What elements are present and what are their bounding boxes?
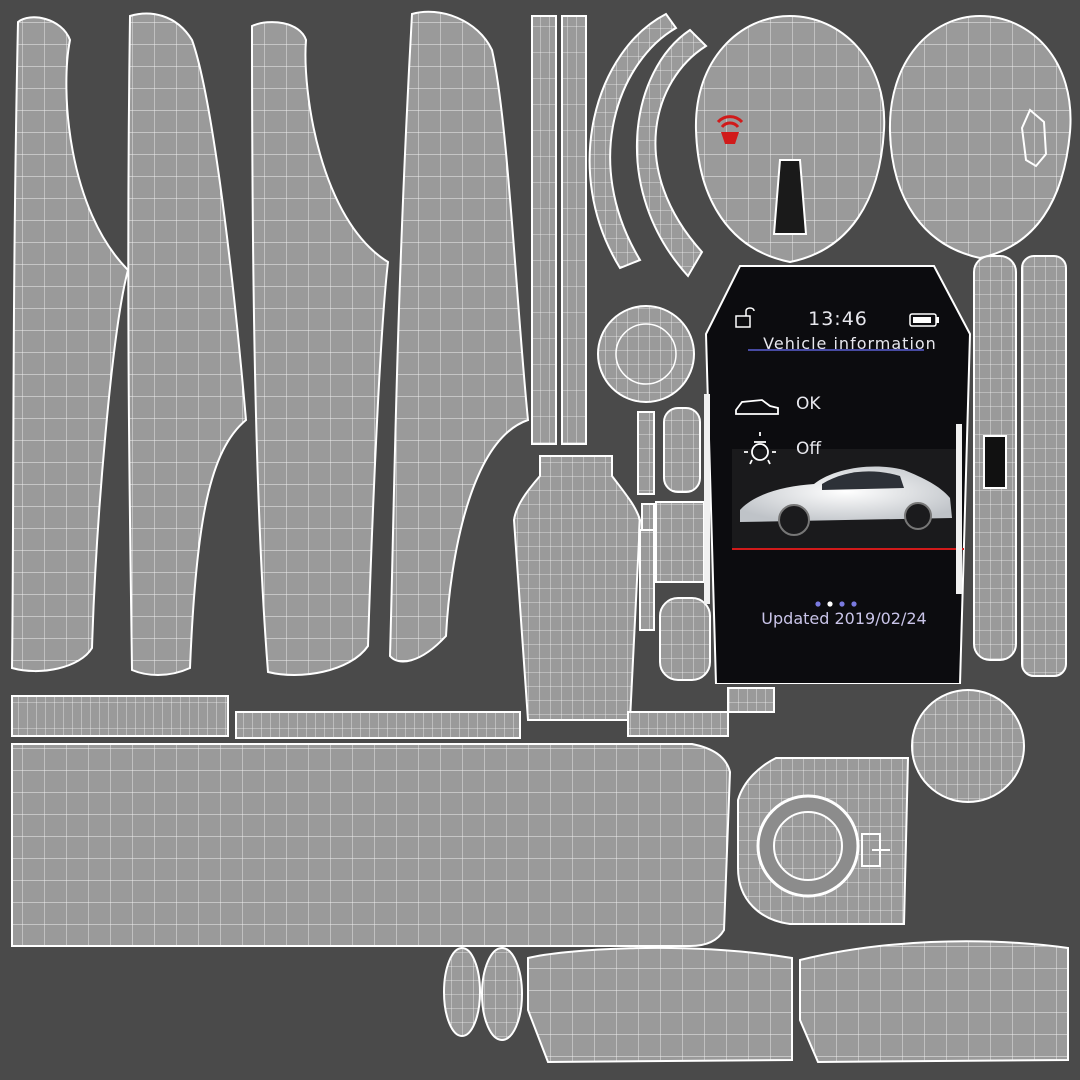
lights-status-value: Off <box>796 439 822 459</box>
uv-island-bottom-right <box>799 940 1069 1064</box>
uv-island-small-2 <box>663 407 701 493</box>
uv-island-side-panel-3 <box>250 21 390 676</box>
uv-island-oval-2 <box>481 947 523 1041</box>
key-display-screen: 13:46 Vehicle information OK Off Updated… <box>704 264 972 684</box>
uv-island-sleeve <box>11 743 732 947</box>
uv-island-small-6 <box>659 597 711 681</box>
uv-island-strip-2 <box>561 15 587 445</box>
uv-island-right-strip-2 <box>1021 255 1067 677</box>
uv-island-side-panel-1 <box>10 16 130 672</box>
uv-island-ring <box>911 689 1025 803</box>
clock-time: 13:46 <box>808 308 868 330</box>
lock-icon <box>735 307 755 328</box>
uv-island-round-button <box>597 305 695 403</box>
uv-island-small-8 <box>727 687 775 713</box>
uv-island-cap-back <box>888 14 1072 260</box>
vehicle-status-value: OK <box>796 394 821 414</box>
lamp-icon <box>744 432 776 465</box>
uv-island-key-body <box>512 455 642 721</box>
signal-icon <box>716 115 744 144</box>
page-indicator <box>815 601 857 607</box>
uv-island-cap-slot <box>772 159 808 235</box>
uv-island-side-panel-2 <box>127 12 248 676</box>
uv-island-side-panel-4 <box>388 10 530 663</box>
car-image <box>740 466 952 536</box>
uv-island-horizontal-2 <box>235 711 521 739</box>
uv-island-small-5 <box>639 529 655 631</box>
uv-island-small-3 <box>655 501 705 583</box>
uv-island-small-7 <box>627 711 729 737</box>
uv-island-oval-1 <box>443 947 481 1037</box>
uv-island-arc-2 <box>635 28 708 278</box>
uv-island-cap-front <box>694 14 886 264</box>
uv-island-arc-1 <box>588 12 678 270</box>
door-icon <box>861 833 890 867</box>
uv-island-small-1 <box>637 411 655 495</box>
car-outline-icon <box>1020 108 1048 168</box>
uv-island-horizontal-1 <box>11 695 229 737</box>
updated-timestamp: Updated 2019/02/24 <box>761 609 927 628</box>
screen-title: Vehicle information <box>763 334 937 353</box>
battery-icon <box>909 313 939 327</box>
car-icon <box>735 399 779 415</box>
uv-island-bottom-left <box>527 946 793 1064</box>
uv-island-strip-1 <box>531 15 557 445</box>
